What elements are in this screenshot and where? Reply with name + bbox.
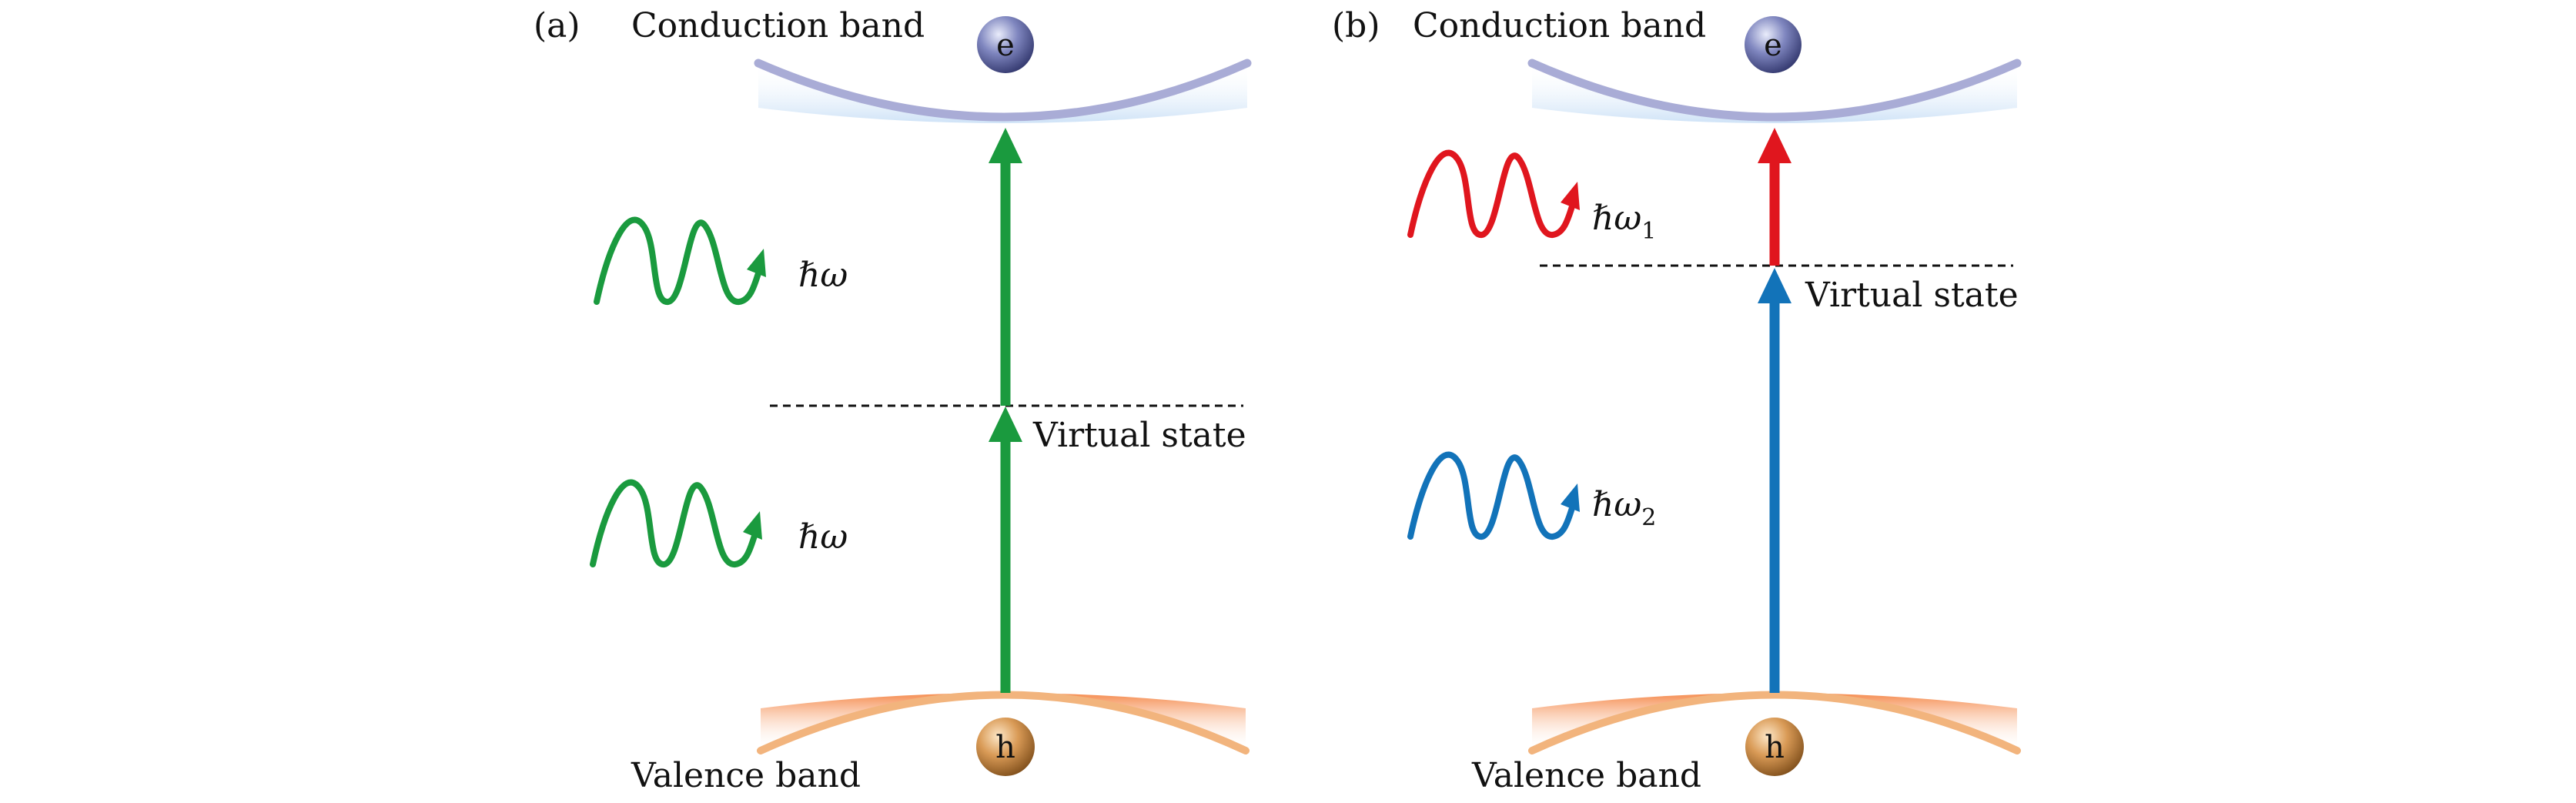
panel-b-hole-label: h bbox=[1765, 730, 1785, 765]
panel-b-upper-photon-icon bbox=[1407, 149, 1580, 238]
panel-a-lower-photon-label: ℏω bbox=[798, 517, 848, 557]
panel-b-virtual-state-label: Virtual state bbox=[1805, 276, 2019, 315]
panel-b: (b) Conduction band e h Valence band Vir… bbox=[1332, 6, 2022, 795]
panel-a-upper-photon-label: ℏω bbox=[798, 256, 848, 295]
panel-a-conduction-band bbox=[754, 59, 1252, 123]
panel-b-electron: e bbox=[1745, 16, 1802, 73]
panel-a-hole-label: h bbox=[995, 730, 1015, 765]
panel-a-lower-transition-arrow bbox=[989, 407, 1022, 693]
panel-b-electron-label: e bbox=[1764, 28, 1782, 63]
panel-a-virtual-state-label: Virtual state bbox=[1032, 416, 1246, 455]
panel-b-valence-band bbox=[1528, 691, 2021, 754]
panel-b-hole: h bbox=[1745, 718, 1804, 776]
panel-a-conduction-band-label: Conduction band bbox=[631, 6, 925, 45]
panel-b-label: (b) bbox=[1332, 6, 1380, 45]
panel-b-valence-band-label: Valence band bbox=[1471, 756, 1701, 795]
panel-a-hole: h bbox=[976, 718, 1035, 776]
panel-b-upper-transition-arrow bbox=[1758, 128, 1791, 266]
panel-b-lower-photon-icon bbox=[1407, 451, 1580, 540]
panel-a: (a) Conduction band e h Valence band Vir… bbox=[534, 6, 1252, 795]
panel-b-lower-transition-arrow bbox=[1758, 268, 1791, 693]
panel-b-lower-photon-label: ℏω2 bbox=[1592, 485, 1656, 531]
panel-a-lower-photon-icon bbox=[590, 479, 762, 567]
panel-a-electron: e bbox=[977, 16, 1034, 73]
panel-a-electron-label: e bbox=[996, 28, 1015, 63]
panel-b-conduction-band-label: Conduction band bbox=[1413, 6, 1706, 45]
panel-a-upper-transition-arrow bbox=[989, 128, 1022, 406]
panel-b-conduction-band bbox=[1527, 59, 2022, 123]
panel-a-valence-band bbox=[757, 691, 1250, 754]
panel-a-valence-band-label: Valence band bbox=[631, 756, 861, 795]
panel-a-label: (a) bbox=[534, 6, 580, 45]
panel-a-upper-photon-icon bbox=[594, 216, 766, 305]
panel-b-upper-photon-label: ℏω1 bbox=[1592, 199, 1656, 245]
